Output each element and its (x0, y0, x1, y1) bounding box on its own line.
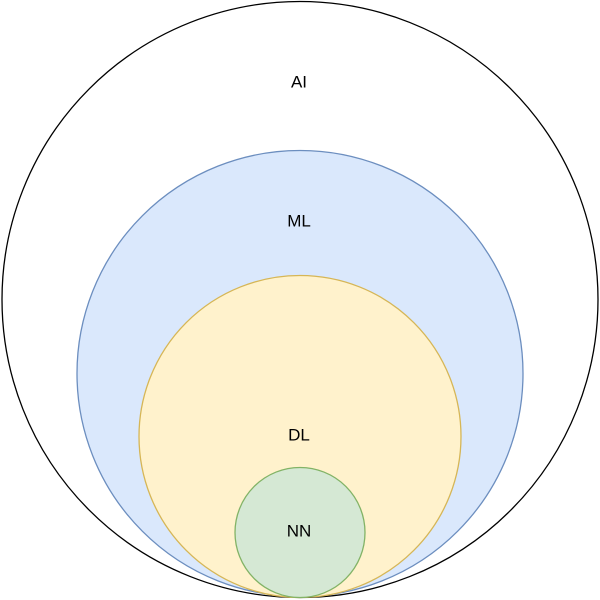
nn-circle (234, 466, 366, 599)
ml-label: ML (287, 211, 311, 230)
dl-label: DL (288, 425, 310, 444)
nn-label: NN (287, 521, 312, 540)
ai-label: AI (291, 72, 307, 91)
